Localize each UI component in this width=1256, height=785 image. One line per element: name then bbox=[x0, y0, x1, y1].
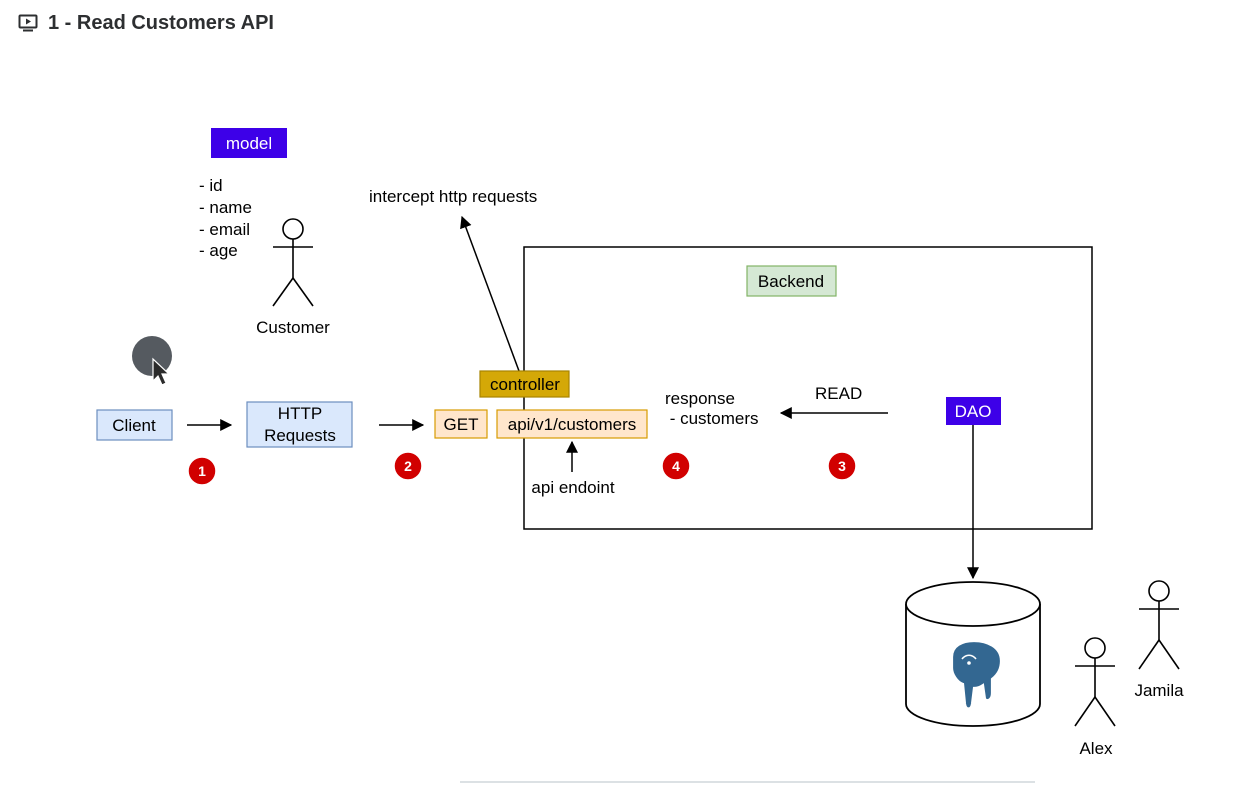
dao-label: DAO bbox=[955, 402, 992, 421]
step-number: 4 bbox=[672, 458, 680, 474]
endpoint-box: api/v1/customers bbox=[496, 409, 648, 439]
step-badge: 4 bbox=[661, 451, 691, 481]
page-header: 1 - Read Customers API bbox=[18, 8, 274, 38]
customer-label: Customer bbox=[256, 318, 330, 337]
controller-label: controller bbox=[490, 375, 560, 394]
api-endpoint-label: api endoint bbox=[531, 478, 614, 497]
model-field: - email bbox=[199, 220, 250, 239]
step-badge: 3 bbox=[827, 451, 857, 481]
step-badge: 1 bbox=[187, 456, 217, 486]
client-box: Client bbox=[96, 409, 173, 441]
user-label: Jamila bbox=[1134, 681, 1184, 700]
model-box: model bbox=[211, 128, 287, 158]
alex-actor-icon bbox=[1074, 637, 1116, 727]
dao-box: DAO bbox=[946, 397, 1001, 425]
response-label-line: - customers bbox=[665, 409, 759, 428]
intercept-arrow bbox=[460, 215, 520, 372]
client-label: Client bbox=[112, 416, 156, 435]
http-requests-label-line: Requests bbox=[264, 426, 336, 445]
customer-actor-icon bbox=[272, 218, 314, 307]
endpoint-label: api/v1/customers bbox=[508, 415, 637, 434]
controller-box: controller bbox=[479, 370, 570, 398]
http-requests-label-line: HTTP bbox=[278, 404, 322, 423]
jamila-actor-icon bbox=[1138, 580, 1180, 670]
model-field: - age bbox=[199, 241, 238, 260]
page-title: 1 - Read Customers API bbox=[48, 11, 274, 34]
read-label: READ bbox=[815, 384, 862, 403]
intercept-label: intercept http requests bbox=[369, 187, 537, 206]
get-label: GET bbox=[444, 415, 479, 434]
step-number: 1 bbox=[198, 463, 206, 479]
step-number: 3 bbox=[838, 458, 846, 474]
step-badge: 2 bbox=[393, 451, 423, 481]
video-play-icon bbox=[18, 14, 38, 32]
step-number: 2 bbox=[404, 458, 412, 474]
model-field: - name bbox=[199, 198, 252, 217]
backend-label-box: Backend bbox=[746, 265, 837, 297]
backend-label: Backend bbox=[758, 272, 824, 291]
model-label: model bbox=[226, 134, 272, 153]
model-field: - id bbox=[199, 176, 223, 195]
get-method-box: GET bbox=[434, 409, 488, 439]
user-label: Alex bbox=[1079, 739, 1113, 758]
http-requests-box: HTTP Requests bbox=[246, 401, 353, 448]
postgresql-elephant-icon bbox=[950, 639, 1003, 710]
response-label-line: response bbox=[665, 389, 735, 408]
model-fields: - id - name - email - age bbox=[199, 176, 252, 260]
mouse-cursor-icon bbox=[132, 336, 172, 386]
